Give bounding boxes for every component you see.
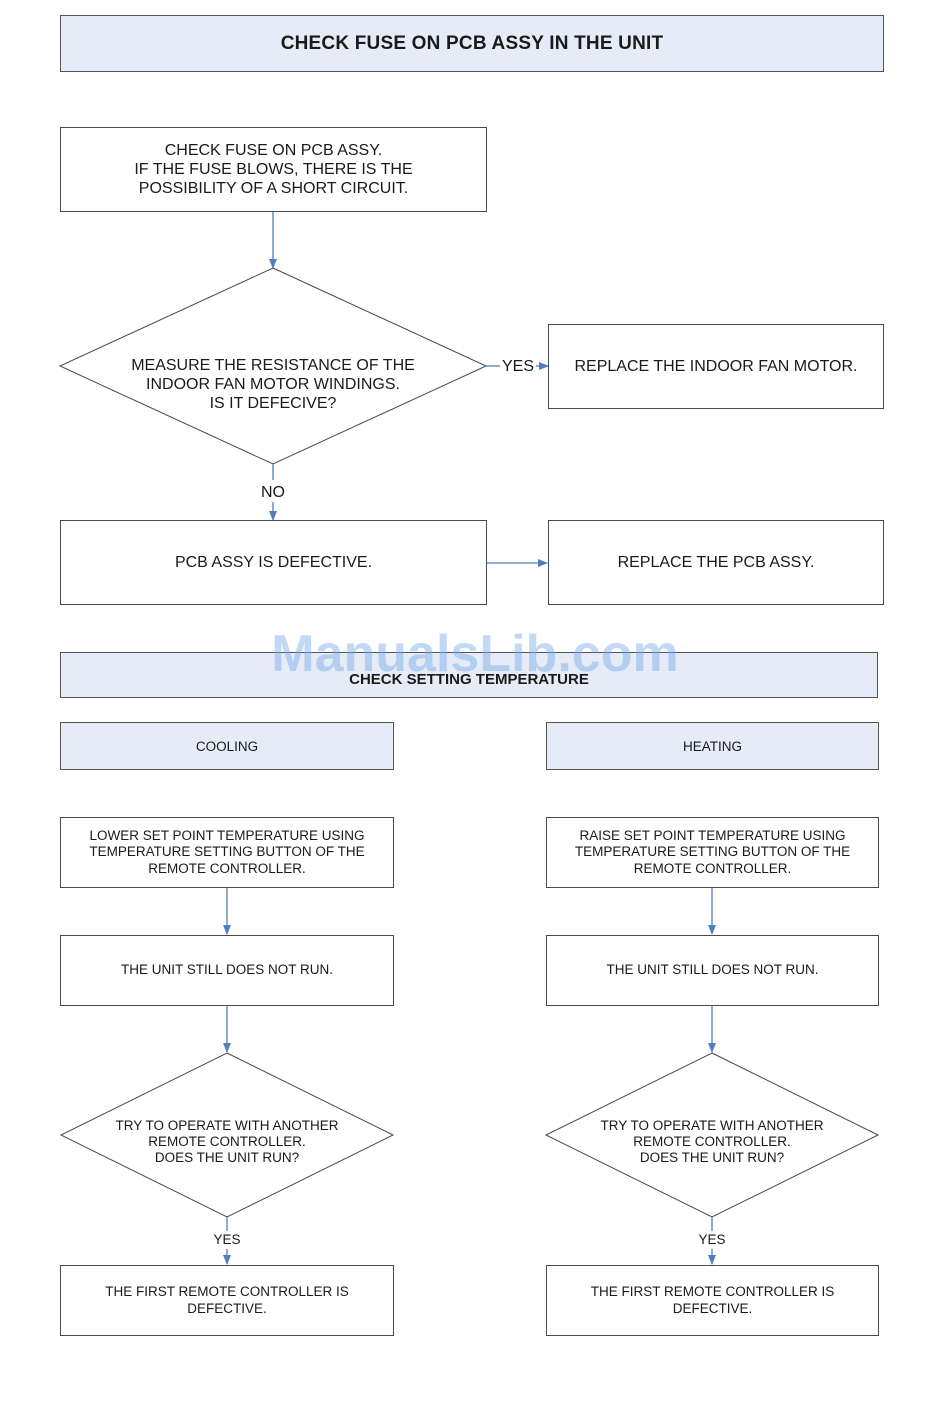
section-title-check-fuse: CHECK FUSE ON PCB ASSY IN THE UNIT: [60, 15, 884, 72]
label-yes-cooling: YES: [213, 1232, 241, 1247]
cool-step1-text: LOWER SET POINT TEMPERATURE USING TEMPER…: [89, 828, 365, 876]
heat-result-text: THE FIRST REMOTE CONTROLLER IS DEFECTIVE…: [590, 1284, 835, 1316]
box-cool-lower-setpoint: LOWER SET POINT TEMPERATURE USING TEMPER…: [60, 817, 394, 888]
label-no-measure: NO: [261, 484, 285, 501]
heat-step1-text: RAISE SET POINT TEMPERATURE USING TEMPER…: [574, 828, 851, 876]
cool-step2-text: THE UNIT STILL DOES NOT RUN.: [120, 962, 334, 978]
heat-step2-text: THE UNIT STILL DOES NOT RUN.: [606, 962, 819, 978]
label-yes-heating: YES: [698, 1232, 726, 1247]
label-yes-measure: YES: [501, 358, 534, 375]
section-title-check-setting-temperature: CHECK SETTING TEMPERATURE: [60, 652, 878, 698]
box-replace-pcb-text: REPLACE THE PCB ASSY.: [617, 553, 815, 571]
box-replace-pcb-assy: REPLACE THE PCB ASSY.: [548, 520, 884, 605]
cool-decision-text: TRY TO OPERATE WITH ANOTHER REMOTE CONTR…: [115, 1118, 339, 1166]
heat-decision-text: TRY TO OPERATE WITH ANOTHER REMOTE CONTR…: [600, 1118, 824, 1166]
box-pcb-assy-defective: PCB ASSY IS DEFECTIVE.: [60, 520, 487, 605]
box-pcb-defective-text: PCB ASSY IS DEFECTIVE.: [174, 553, 373, 571]
box-check-fuse-text: CHECK FUSE ON PCB ASSY. IF THE FUSE BLOW…: [134, 141, 413, 198]
column-header-heating: HEATING: [546, 722, 879, 770]
box-heat-first-remote-defective: THE FIRST REMOTE CONTROLLER IS DEFECTIVE…: [546, 1265, 879, 1336]
cooling-header-text: COOLING: [195, 738, 259, 754]
box-heat-unit-not-run: THE UNIT STILL DOES NOT RUN.: [546, 935, 879, 1006]
section2-title-text: CHECK SETTING TEMPERATURE: [349, 670, 589, 688]
box-heat-raise-setpoint: RAISE SET POINT TEMPERATURE USING TEMPER…: [546, 817, 879, 888]
section-title-text: CHECK FUSE ON PCB ASSY IN THE UNIT: [280, 32, 664, 54]
box-replace-motor-text: REPLACE THE INDOOR FAN MOTOR.: [574, 357, 858, 375]
box-cool-first-remote-defective: THE FIRST REMOTE CONTROLLER IS DEFECTIVE…: [60, 1265, 394, 1336]
box-check-fuse: CHECK FUSE ON PCB ASSY. IF THE FUSE BLOW…: [60, 127, 487, 212]
cool-result-text: THE FIRST REMOTE CONTROLLER IS DEFECTIVE…: [105, 1284, 349, 1316]
column-header-cooling: COOLING: [60, 722, 394, 770]
box-replace-indoor-fan-motor: REPLACE THE INDOOR FAN MOTOR.: [548, 324, 884, 409]
heating-header-text: HEATING: [682, 738, 742, 754]
box-cool-unit-not-run: THE UNIT STILL DOES NOT RUN.: [60, 935, 394, 1006]
decision-measure-text: MEASURE THE RESISTANCE OF THE INDOOR FAN…: [131, 357, 415, 413]
